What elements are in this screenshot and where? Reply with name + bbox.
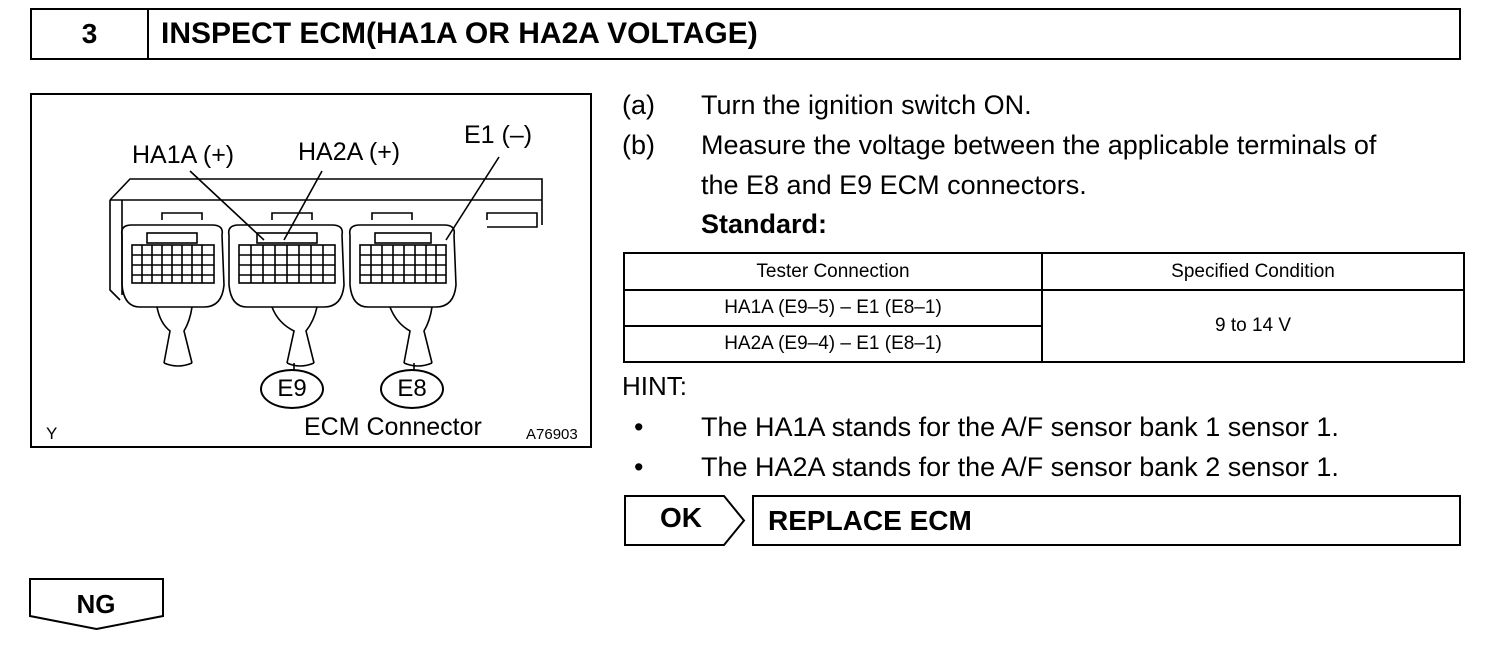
step-b-marker: (b): [622, 130, 655, 160]
step-b-text-line2: the E8 and E9 ECM connectors.: [701, 170, 1087, 200]
step-title: INSPECT ECM(HA1A OR HA2A VOLTAGE): [161, 17, 758, 50]
table-row: HA1A (E9–5) – E1 (E8–1) 9 to 14 V: [623, 289, 1465, 363]
table-cell-connection: HA2A (E9–4) – E1 (E8–1): [623, 325, 1043, 363]
label-e9: E9: [260, 369, 324, 409]
table-cell-connection: HA1A (E9–5) – E1 (E8–1): [623, 289, 1043, 327]
ok-action-text: REPLACE ECM: [768, 504, 972, 536]
standard-label: Standard:: [701, 209, 828, 239]
table-header-tester: Tester Connection: [623, 252, 1043, 291]
step-a-marker: (a): [622, 90, 655, 120]
label-e1: E1 (–): [464, 121, 533, 149]
step-a-text: Turn the ignition switch ON.: [701, 90, 1032, 120]
ok-label: OK: [660, 502, 702, 533]
figure-corner-mark: Y: [46, 424, 58, 443]
label-ha2a: HA2A (+): [298, 138, 401, 166]
ok-arrow-tag: [624, 495, 746, 546]
hint-bullet-glyph: •: [634, 452, 644, 482]
ng-arrow-tag: [29, 578, 164, 630]
table-cell-condition: 9 to 14 V: [1041, 289, 1465, 363]
step-number: 3: [32, 10, 149, 58]
ecm-connector-illustration: HA1A (+) HA2A (+) E1 (–) E9 E8 ECM Conne…: [30, 93, 592, 448]
table-header-condition: Specified Condition: [1041, 252, 1465, 291]
label-e8: E8: [380, 369, 444, 409]
ng-label: NG: [76, 589, 116, 619]
step-b-text-line1: Measure the voltage between the applicab…: [701, 130, 1377, 160]
figure-caption: ECM Connector: [304, 413, 482, 441]
ok-action-box: REPLACE ECM: [752, 495, 1461, 546]
connector-e9-body: [120, 224, 225, 308]
label-ha1a: HA1A (+): [132, 141, 235, 169]
step-header: 3 INSPECT ECM(HA1A OR HA2A VOLTAGE): [30, 8, 1461, 60]
connector-e8-body: [348, 224, 457, 308]
ecm-connector-drawing: [109, 156, 543, 371]
table-row: HA2A (E9–4) – E1 (E8–1): [623, 325, 1464, 363]
hint-bullet-glyph: •: [634, 412, 644, 442]
table-header-row: Tester Connection Specified Condition: [623, 252, 1465, 291]
connector-center-body: [227, 224, 345, 308]
hint-bullet-1: The HA1A stands for the A/F sensor bank …: [701, 412, 1339, 442]
standard-table: Tester Connection Specified Condition HA…: [623, 252, 1465, 363]
figure-code: A76903: [526, 426, 578, 443]
hint-bullet-2: The HA2A stands for the A/F sensor bank …: [701, 452, 1339, 482]
hint-label: HINT:: [622, 371, 687, 401]
